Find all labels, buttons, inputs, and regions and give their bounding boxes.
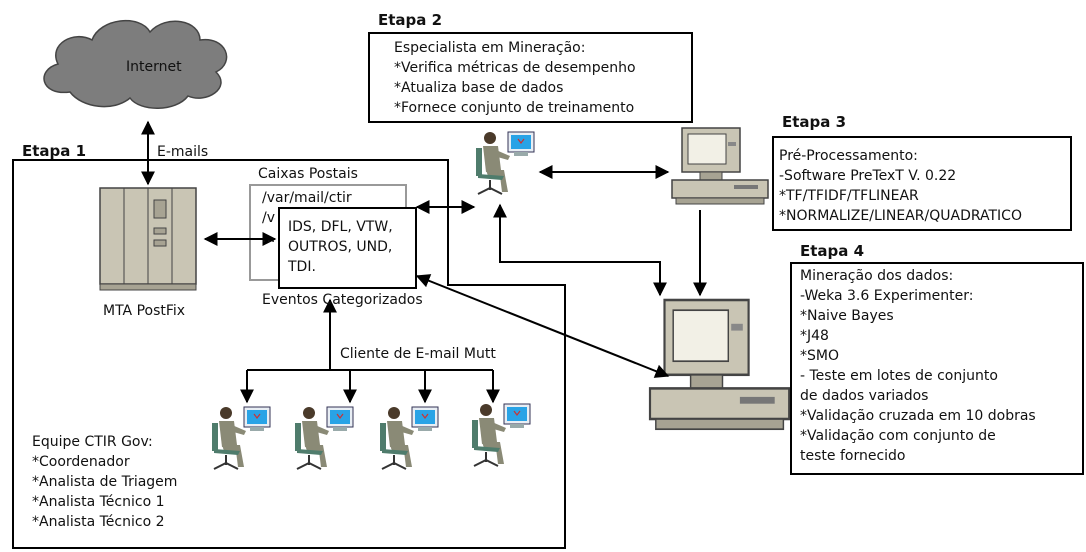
etapa3-box: Pré-Processamento: -Software PreTexT V. … [772,136,1072,231]
etapa4-line: de dados variados [800,388,929,404]
team-member-2-icon [294,406,354,470]
specialist-mining-arrow [493,203,667,297]
etapa4-line: *J48 [800,328,829,344]
mining-pc-icon [648,298,791,431]
internet-cloud-icon [43,19,228,109]
caixas-postais-list: /var/mail/ctir /v ... [262,188,352,248]
etapa4-line: *SMO [800,348,839,364]
mta-label: MTA PostFix [103,303,186,319]
etapa4-line: *Validação com conjunto de [800,428,996,444]
etapa4-line: Mineração dos dados: [800,268,954,284]
team-member-3-icon [379,406,439,470]
etapa2-heading: Especialista em Mineração: [394,40,586,56]
etapa4-line: -Weka 3.6 Experimenter: [800,288,974,304]
etapa4-line: teste fornecido [800,448,906,464]
emails-label: E-mails [157,144,209,160]
etapa3-line: -Software PreTexT V. 0.22 [779,168,957,184]
equipe-item: Analista Técnico 1 [32,492,177,512]
cliente-label: Cliente de E-mail Mutt [340,346,496,362]
etapa4-line: *Naive Bayes [800,308,894,324]
eventos-line: TDI. [288,259,316,275]
equipe-list: Equipe CTIR Gov: Coordenador Analista de… [32,432,177,532]
caixas-postais-title: Caixas Postais [258,166,358,182]
etapa2-item: Atualiza base de dados [394,78,636,98]
internet-label: Internet [126,59,182,75]
specialist-workstation-icon [475,131,535,195]
etapa4-title: Etapa 4 [800,242,865,260]
team-member-1-icon [211,406,271,470]
etapa2-item: Verifica métricas de desempenho [394,58,636,78]
etapa2-item: Fornece conjunto de treinamento [394,98,636,118]
etapa3-line: *TF/TFIDF/TFLINEAR [779,188,919,204]
caixas-line: /var/mail/ctir [262,190,352,206]
etapa2-box: Especialista em Mineração: Verifica métr… [368,32,693,123]
etapa4-line: *Validação cruzada em 10 dobras [800,408,1036,424]
equipe-item: Analista Técnico 2 [32,512,177,532]
connectors [141,120,707,404]
preprocessing-pc-icon [671,127,769,205]
eventos-box: IDS, DFL, VTW, OUTROS, UND, TDI. [278,207,417,289]
eventos-line: OUTROS, UND, [288,239,393,255]
mta-server-icon [99,187,197,291]
etapa4-line: - Teste em lotes de conjunto [800,368,998,384]
eventos-line: IDS, DFL, VTW, [288,219,393,235]
etapa1-title: Etapa 1 [22,142,87,160]
team-member-4-icon [471,403,531,467]
etapa3-line: *NORMALIZE/LINEAR/QUADRATICO [779,208,1022,224]
etapa2-title: Etapa 2 [378,11,443,29]
etapa3-line: Pré-Processamento: [779,148,918,164]
equipe-title: Equipe CTIR Gov: [32,434,153,450]
etapa3-title: Etapa 3 [782,113,847,131]
events-mining-arrow [415,274,670,378]
etapa4-box: Mineração dos dados: -Weka 3.6 Experimen… [790,262,1084,475]
equipe-item: Analista de Triagem [32,472,177,492]
caixas-line: /v [262,210,276,226]
caixas-line: ... [262,230,276,246]
equipe-item: Coordenador [32,452,177,472]
eventos-caption: Eventos Categorizados [262,292,423,308]
